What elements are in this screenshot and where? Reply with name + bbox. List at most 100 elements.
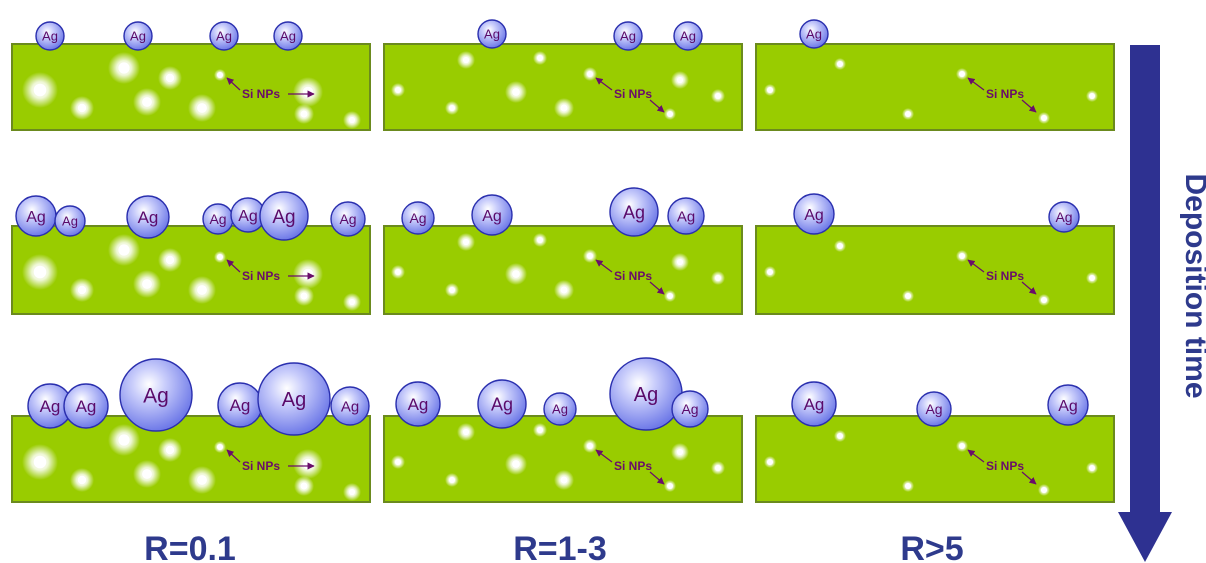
ag-particle-label: Ag [408,395,429,414]
ag-particle-label: Ag [484,27,500,42]
ag-particle-label: Ag [1055,209,1072,225]
si-nanoparticle-core [166,74,174,82]
ag-particle: Ag [120,359,192,431]
si-nanoparticle-core [587,253,593,259]
ag-particle-label: Ag [143,385,169,408]
si-nanoparticle-core [1089,93,1095,99]
ag-particle: Ag [610,358,682,430]
si-nanoparticle-core [217,72,223,78]
si-nps-label: Si NPs [614,87,652,101]
si-nanoparticle-core [463,57,469,63]
si-nanoparticle-core [537,237,543,243]
ag-particle-label: Ag [804,395,825,414]
si-nanoparticle-core [537,427,543,433]
ag-particle-label: Ag [138,208,159,227]
ag-particle: Ag [917,392,951,426]
si-nanoparticle-core [512,270,520,278]
ag-particle: Ag [794,194,834,234]
si-nanoparticle-core [715,465,721,471]
substrate-panel [756,44,1114,130]
ag-particle: Ag [260,192,308,240]
ag-particle: Ag [331,202,365,236]
ag-particle-label: Ag [634,384,658,406]
si-nanoparticle-core [303,269,314,280]
ag-particle: Ag [218,383,262,427]
si-nanoparticle-core [197,285,207,295]
si-nanoparticle-core [1041,115,1047,121]
si-nanoparticle-core [767,269,773,275]
si-nps-label: Si NPs [242,459,280,473]
ag-particle: Ag [331,387,369,425]
si-nanoparticle-core [395,269,401,275]
ag-particle: Ag [124,22,152,50]
ag-particle-label: Ag [482,208,502,225]
ag-particle-label: Ag [620,29,636,44]
si-nanoparticle-core [837,433,843,439]
si-nanoparticle-core [118,434,129,445]
ag-particle: Ag [1048,385,1088,425]
ag-particle-label: Ag [238,208,258,225]
si-nanoparticle-core [449,477,455,483]
ag-particle-label: Ag [680,29,696,44]
ag-particle: Ag [478,20,506,48]
ag-particle-label: Ag [230,396,251,415]
si-nanoparticle-core [463,429,469,435]
substrate-panel [756,226,1114,314]
si-nps-label: Si NPs [986,459,1024,473]
si-nanoparticle-core [715,275,721,281]
si-nanoparticle-core [118,244,129,255]
ag-particle-label: Ag [282,389,306,411]
si-nanoparticle-core [561,287,568,294]
si-nanoparticle-core [449,287,455,293]
si-nanoparticle-core [587,71,593,77]
ag-particle: Ag [668,198,704,234]
column-label-r-gt-5: R>5 [900,530,963,563]
si-nanoparticle-core [677,259,683,265]
si-nanoparticle-core [303,459,314,470]
ag-particle: Ag [614,22,642,50]
si-nanoparticle-core [667,483,673,489]
si-nanoparticle-core [1089,275,1095,281]
ag-particle-label: Ag [40,397,61,416]
si-nanoparticle-core [34,456,47,469]
si-nps-label: Si NPs [242,269,280,283]
si-nanoparticle-core [677,77,683,83]
ag-particle-label: Ag [76,397,97,416]
deposition-arrow-shaft [1130,45,1160,515]
ag-particle: Ag [472,195,512,235]
ag-particle-label: Ag [272,207,295,228]
ag-particle-label: Ag [804,207,824,224]
si-nanoparticle-core [303,87,314,98]
ag-particle-label: Ag [409,210,426,226]
si-nanoparticle-core [905,293,911,299]
ag-particle-label: Ag [925,401,942,417]
si-nanoparticle-core [395,459,401,465]
substrate-panel [384,226,742,314]
ag-particle: Ag [258,363,330,435]
si-nanoparticle-core [349,299,355,305]
si-nanoparticle-core [142,97,152,107]
ag-particle: Ag [36,22,64,50]
si-nanoparticle-core [512,460,520,468]
si-nanoparticle-core [301,293,308,300]
substrate-panel [756,416,1114,502]
ag-particle: Ag [1049,202,1079,232]
ag-particle: Ag [203,204,233,234]
si-nps-label: Si NPs [614,459,652,473]
si-nanoparticle-core [34,266,47,279]
si-nanoparticle-core [667,111,673,117]
si-nps-label: Si NPs [242,87,280,101]
ag-particle: Ag [478,380,526,428]
si-nanoparticle-core [959,71,965,77]
si-nanoparticle-core [166,446,174,454]
deposition-time-label: Deposition time [1179,173,1206,398]
si-nanoparticle-core [463,239,469,245]
si-nanoparticle-core [197,103,207,113]
si-nanoparticle-core [837,61,843,67]
ag-particle: Ag [210,22,238,50]
ag-particle-label: Ag [130,29,146,44]
ag-particle-label: Ag [280,29,296,44]
si-nanoparticle-core [677,449,683,455]
ag-particle: Ag [672,391,708,427]
